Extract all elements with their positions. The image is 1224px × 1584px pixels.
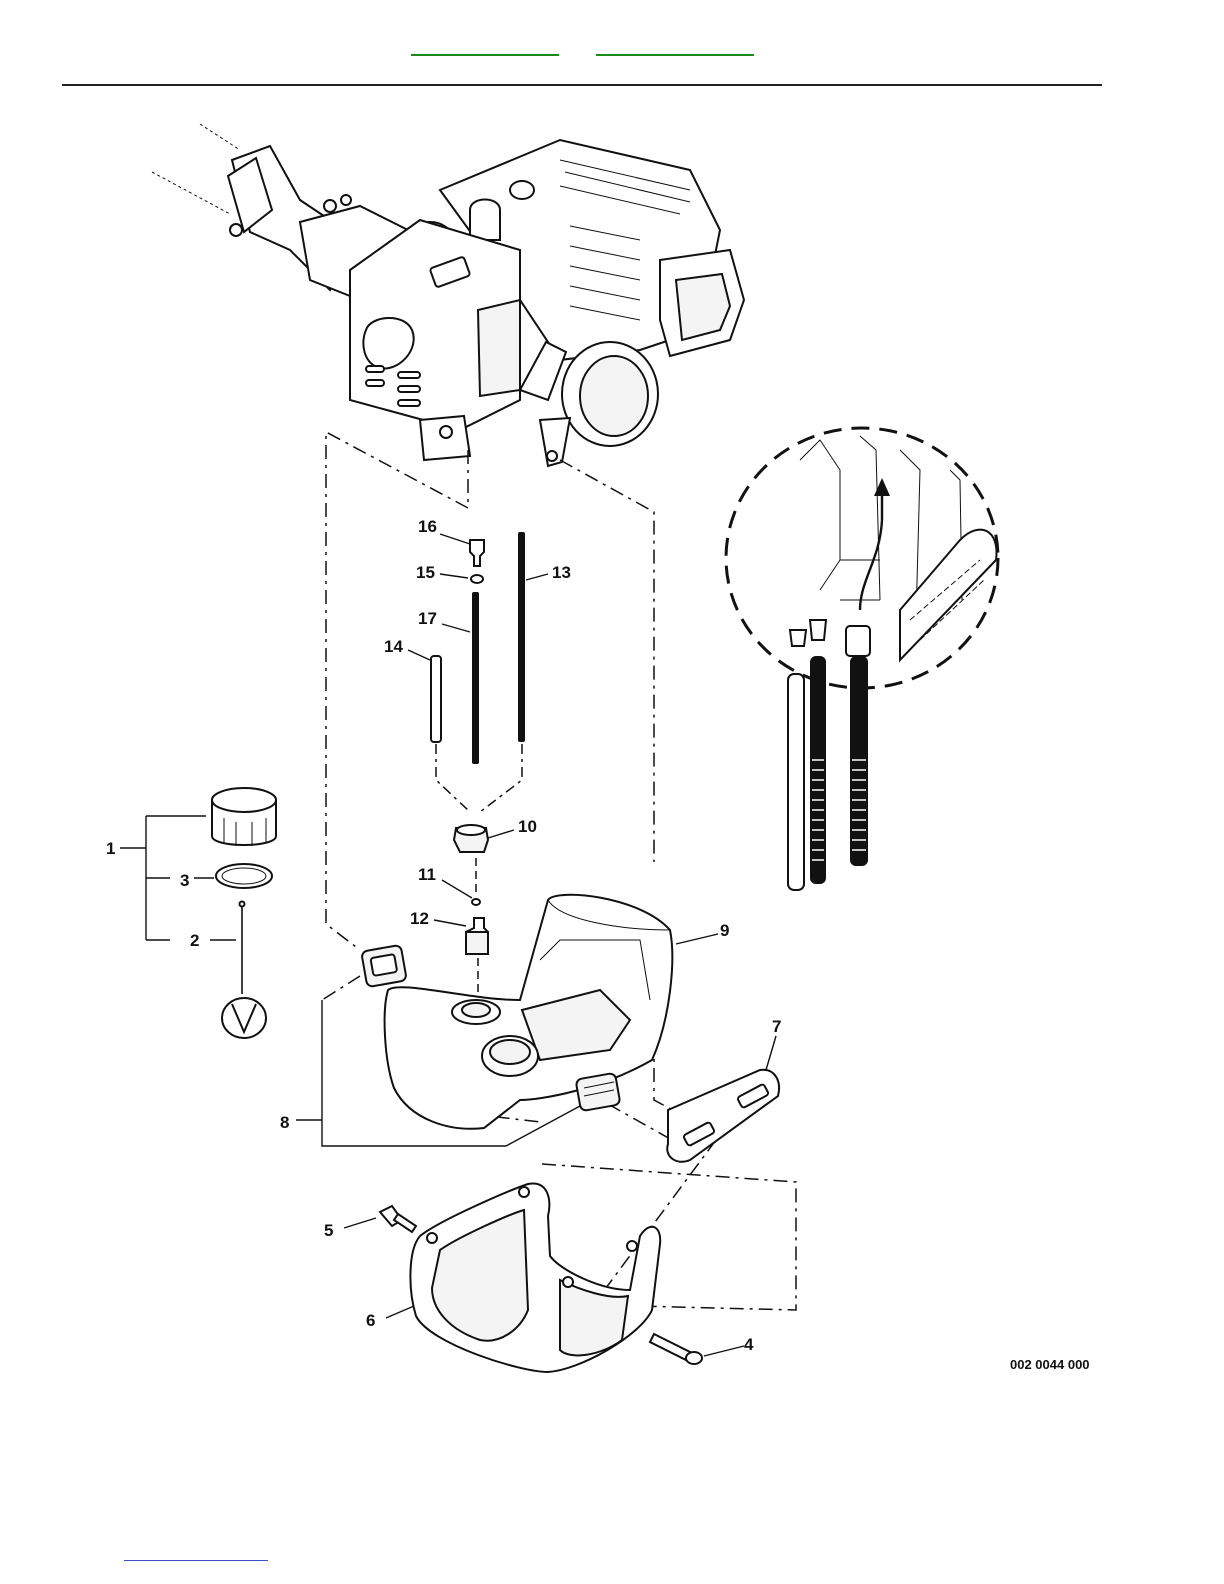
fuel-cap-illustration [120, 788, 276, 1038]
callout-10: 10 [518, 817, 537, 836]
callout-16: 16 [418, 517, 437, 536]
mount-bracket-illustration [380, 1183, 702, 1372]
callout-1: 1 [106, 839, 115, 858]
callout-7: 7 [772, 1017, 781, 1036]
callout-3: 3 [180, 871, 189, 890]
engine-assembly-illustration [152, 124, 744, 466]
drawing-code: 002 0044 000 [1010, 1357, 1090, 1372]
callout-5: 5 [324, 1221, 333, 1240]
fuel-lines-illustration [431, 532, 525, 1008]
footer-link[interactable] [124, 1546, 268, 1561]
callout-13: 13 [552, 563, 571, 582]
callout-11: 11 [418, 865, 436, 884]
callout-14: 14 [384, 637, 403, 656]
callout-12: 12 [410, 909, 429, 928]
spacer-plate-illustration [667, 1070, 779, 1162]
callout-17: 17 [418, 609, 437, 628]
callout-6: 6 [366, 1311, 375, 1330]
fuel-tank-illustration [361, 895, 672, 1129]
callout-2: 2 [190, 931, 199, 950]
callout-4: 4 [744, 1335, 754, 1354]
fuel-line-routing-detail [726, 428, 998, 890]
callout-8: 8 [280, 1113, 289, 1132]
callout-9: 9 [720, 921, 729, 940]
callout-15: 15 [416, 563, 435, 582]
